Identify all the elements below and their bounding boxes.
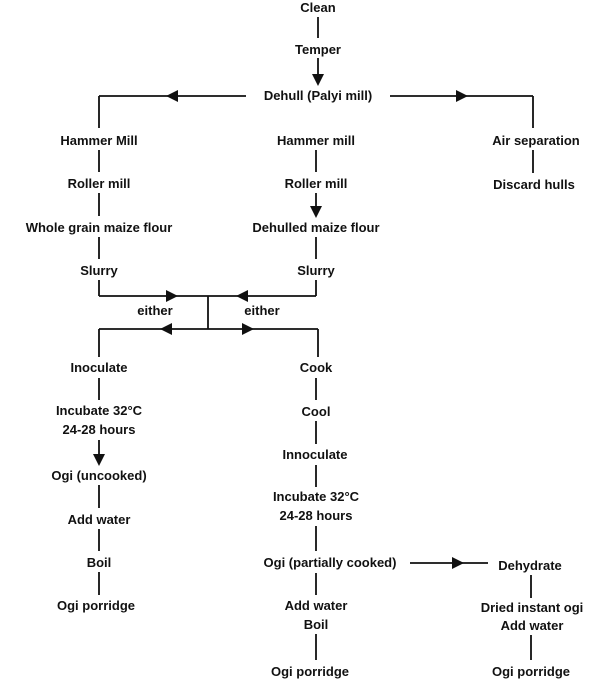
node-dehull: Dehull (Palyi mill) <box>264 88 372 103</box>
arrow-right-dehydrate <box>452 557 464 569</box>
node-roller-mill-left: Roller mill <box>68 176 131 191</box>
node-hammer-mill-left: Hammer Mill <box>60 133 137 148</box>
node-innoculate: Innoculate <box>282 447 347 462</box>
node-clean: Clean <box>300 0 335 15</box>
node-ogi-porridge-mid: Ogi porridge <box>271 664 349 679</box>
node-incubate-mid-line2: 24-28 hours <box>280 508 353 523</box>
node-slurry-mid: Slurry <box>297 263 335 278</box>
arrow-left-split <box>160 323 172 335</box>
arrow-right-split <box>242 323 254 335</box>
connectors <box>93 17 534 660</box>
node-labels: Clean Temper Dehull (Palyi mill) Hammer … <box>26 0 584 679</box>
node-air-separation: Air separation <box>492 133 579 148</box>
node-incubate-left-line1: Incubate 32°C <box>56 403 143 418</box>
arrow-right-dehull <box>456 90 468 102</box>
node-ogi-porridge-right: Ogi porridge <box>492 664 570 679</box>
node-inoculate: Inoculate <box>70 360 127 375</box>
node-cook: Cook <box>300 360 333 375</box>
arrow-right-join-left <box>166 290 178 302</box>
arrow-left-dehull <box>166 90 178 102</box>
node-roller-mill-mid: Roller mill <box>285 176 348 191</box>
node-incubate-mid-line1: Incubate 32°C <box>273 489 360 504</box>
arrow-down-dehulled-flour <box>310 206 322 218</box>
node-dehydrate: Dehydrate <box>498 558 562 573</box>
arrow-down-dehull <box>312 74 324 86</box>
node-hammer-mill-mid: Hammer mill <box>277 133 355 148</box>
node-incubate-left-line2: 24-28 hours <box>63 422 136 437</box>
node-boil-mid: Boil <box>304 617 329 632</box>
node-dehulled-flour: Dehulled maize flour <box>252 220 379 235</box>
node-temper: Temper <box>295 42 341 57</box>
node-dried-instant-ogi: Dried instant ogi <box>481 600 584 615</box>
node-add-water-right: Add water <box>501 618 564 633</box>
node-either-right: either <box>244 303 279 318</box>
node-ogi-partially-cooked: Ogi (partially cooked) <box>264 555 397 570</box>
node-cool: Cool <box>302 404 331 419</box>
node-slurry-left: Slurry <box>80 263 118 278</box>
node-ogi-porridge-left: Ogi porridge <box>57 598 135 613</box>
node-add-water-left: Add water <box>68 512 131 527</box>
node-boil-left: Boil <box>87 555 112 570</box>
node-whole-grain-flour: Whole grain maize flour <box>26 220 173 235</box>
node-either-left: either <box>137 303 172 318</box>
node-ogi-uncooked: Ogi (uncooked) <box>51 468 146 483</box>
arrow-left-join-mid <box>236 290 248 302</box>
node-add-water-mid: Add water <box>285 598 348 613</box>
arrow-down-ogi-uncooked <box>93 454 105 466</box>
node-discard-hulls: Discard hulls <box>493 177 575 192</box>
